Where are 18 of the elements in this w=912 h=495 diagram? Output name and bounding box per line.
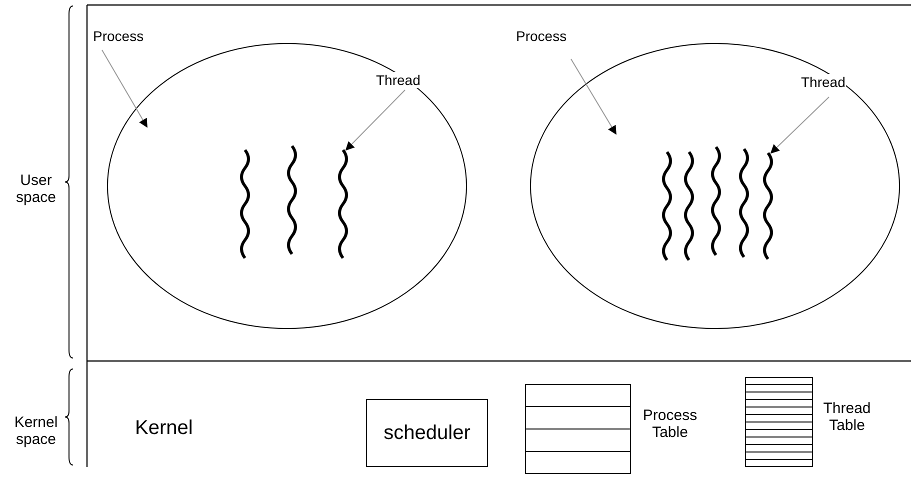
table-drawing (525, 384, 631, 474)
leader-line (102, 50, 148, 128)
process-ellipse (107, 43, 467, 329)
table-drawing (745, 377, 813, 467)
callout-label: Thread (800, 74, 846, 90)
callout-label: Thread (375, 72, 422, 88)
region-label: Kernel (135, 417, 193, 440)
table-caption: Thread Table (822, 400, 872, 434)
callout-label: Process (515, 28, 568, 44)
leader-line (770, 96, 830, 154)
region-label: User space (14, 172, 58, 206)
process-box: scheduler (366, 399, 488, 467)
leader-line (345, 90, 406, 151)
leader-line (570, 58, 616, 135)
table-caption: Process Table (642, 407, 698, 442)
region-label: Kernel space (13, 414, 59, 448)
process-ellipse (530, 43, 900, 329)
callout-label: Process (92, 28, 145, 44)
